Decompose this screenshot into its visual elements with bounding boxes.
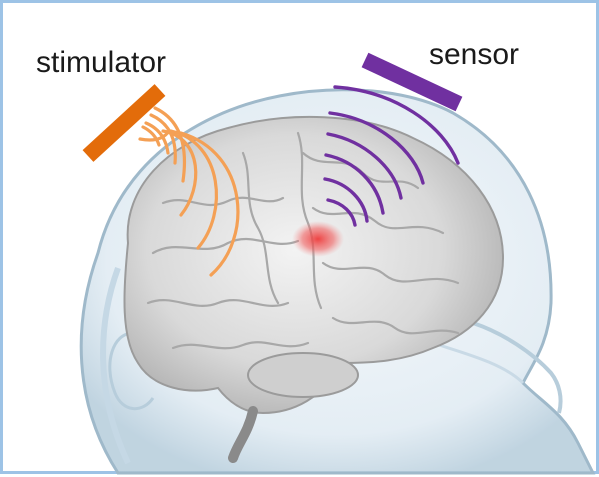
stimulator-label: stimulator (36, 48, 166, 78)
sensor-label: sensor (429, 40, 519, 70)
target-spot (292, 221, 344, 257)
